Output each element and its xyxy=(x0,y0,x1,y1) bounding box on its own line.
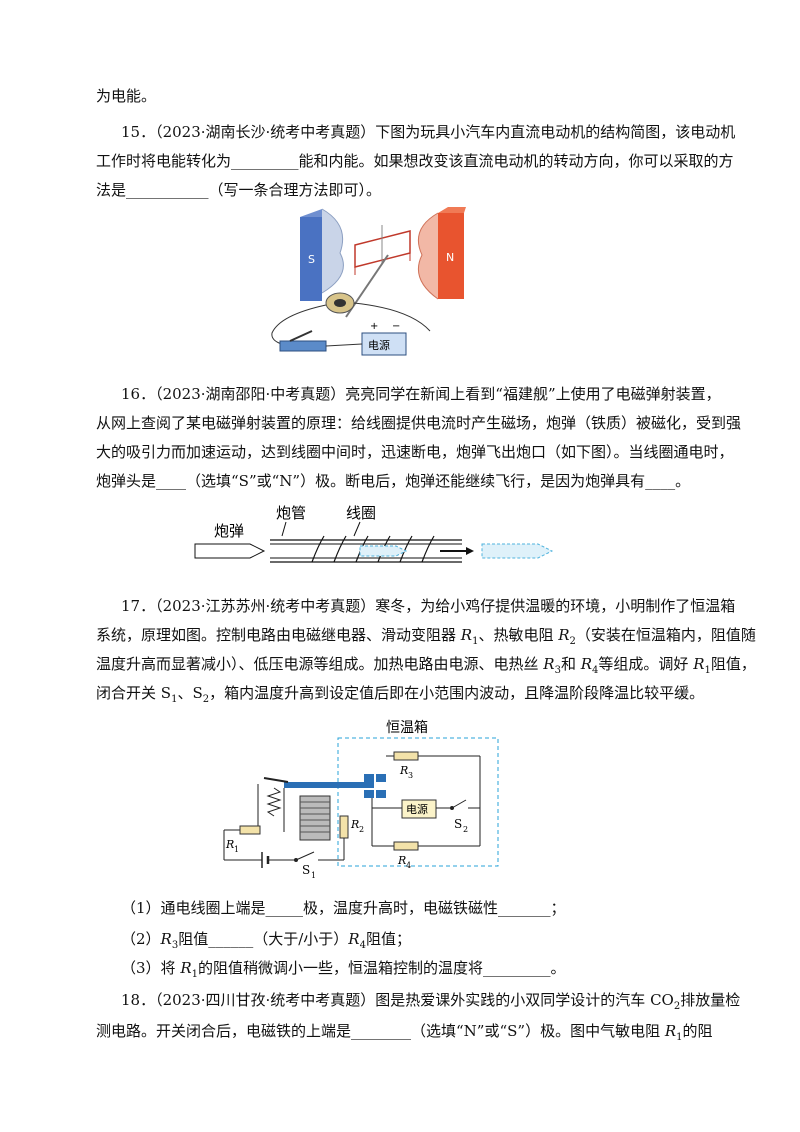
r4-label: R xyxy=(397,854,406,867)
q15-line1: 15．（2023·湖南长沙·统考中考真题）下图为玩具小汽车内直流电动机的结构简图… xyxy=(121,123,736,141)
svg-text:2: 2 xyxy=(463,825,468,834)
spring xyxy=(266,787,282,817)
r3-resistor xyxy=(393,751,419,761)
shell xyxy=(194,543,266,559)
q17-line4: 闭合开关 S1、S2，箱内温度升高到设定值后即在小范围内波动，且降温阶段降温比较… xyxy=(96,684,705,705)
switch xyxy=(279,340,327,352)
s-label: S xyxy=(308,253,315,266)
n-magnet xyxy=(438,213,464,299)
svg-text:4: 4 xyxy=(406,861,411,870)
thermostat-box xyxy=(337,737,499,867)
railgun-figure: 炮弹 炮管 线圈 xyxy=(194,504,554,563)
q18-line2: 测电路。开关闭合后，电磁铁的上端是________（选填“N”或“S”）极。图中… xyxy=(96,1022,713,1043)
power-label: 电源 xyxy=(406,802,428,816)
shell-inside xyxy=(359,545,408,557)
svg-text:1: 1 xyxy=(311,871,316,880)
q15-line3: 法是___________（写一条合理方法即可）。 xyxy=(96,181,382,199)
svg-text:3: 3 xyxy=(408,771,413,780)
q17-part3: （3）将 R1的阻值稍微调小一些，恒温箱控制的温度将_________。 xyxy=(121,959,566,980)
q17-part2: （2）R3阻值______（大于/小于）R4阻值； xyxy=(121,930,411,951)
q17-line2: 系统，原理如图。控制电路由电磁继电器、滑动变阻器 R1、热敏电阻 R2（安装在恒… xyxy=(96,626,756,647)
q15-line2: 工作时将电能转化为_________能和内能。如果想改变该直流电动机的转动方向，… xyxy=(96,152,734,170)
s-magnet xyxy=(300,217,322,301)
q17-line1: 17．（2023·江苏苏州·统考中考真题）寒冬，为给小鸡仔提供温暖的环境，小明制… xyxy=(121,597,736,615)
q17-line3: 温度升高而显著减小）、低压电源等组成。加热电路由电源、电热丝 R3和 R4等组成… xyxy=(96,655,756,676)
r1-label: R xyxy=(225,838,234,851)
heating-power xyxy=(401,799,437,819)
wire-right xyxy=(353,302,431,332)
motor-figure: S N 电源 + − xyxy=(271,207,466,356)
s2-label: S xyxy=(454,817,462,831)
s2-switch xyxy=(451,799,467,809)
n-label: N xyxy=(446,251,454,264)
svg-text:2: 2 xyxy=(359,825,364,834)
q16-line1: 16．（2023·湖南邵阳·中考真题）亮亮同学在新闻上看到“福建舰”上使用了电磁… xyxy=(121,385,721,403)
q16-line2: 从网上查阅了某电磁弹射装置的原理：给线圈提供电流时产生磁场，炮弹（铁质）被磁化，… xyxy=(96,414,742,432)
s1-label: S xyxy=(302,863,310,877)
contacts xyxy=(364,774,386,798)
minus-sign: − xyxy=(392,321,400,332)
plus-sign: + xyxy=(370,321,378,332)
q16-line3: 大的吸引力而加速运动，达到线圈中间时，迅速断电，炮弹飞出炮口（如下图）。当线圈通… xyxy=(96,443,734,461)
q17-part1: （1）通电线圈上端是_____极，温度升高时，电磁铁磁性_______； xyxy=(121,899,566,917)
coil-label: 线圈 xyxy=(346,504,376,522)
battery-label: 电源 xyxy=(368,338,390,352)
r3-label: R xyxy=(399,764,408,777)
r2-resistor xyxy=(339,815,349,839)
barrel-label: 炮管 xyxy=(276,504,306,522)
armature xyxy=(284,782,374,788)
q14-tail: 为电能。 xyxy=(96,87,157,105)
q18-line1: 18．（2023·四川甘孜·统考中考真题）图是热爱课外实践的小双同学设计的汽车 … xyxy=(121,991,741,1012)
svg-text:1: 1 xyxy=(234,845,239,854)
r1-resistor xyxy=(239,825,261,835)
q16-line4: 炮弹头是____（选填“S”或“N”）极。断电后，炮弹还能继续飞行，是因为炮弹具… xyxy=(96,472,691,490)
box-label: 恒温箱 xyxy=(386,720,428,736)
s1-switch xyxy=(295,851,315,861)
shell-label: 炮弹 xyxy=(214,522,244,540)
r2-label: R xyxy=(350,818,359,831)
thermostat-figure: 恒温箱 R 2 R 1 S 1 R 3 电源 S 2 xyxy=(223,720,499,880)
shell-outside xyxy=(481,543,554,559)
electromagnet xyxy=(299,795,331,841)
r4-resistor xyxy=(393,841,419,851)
